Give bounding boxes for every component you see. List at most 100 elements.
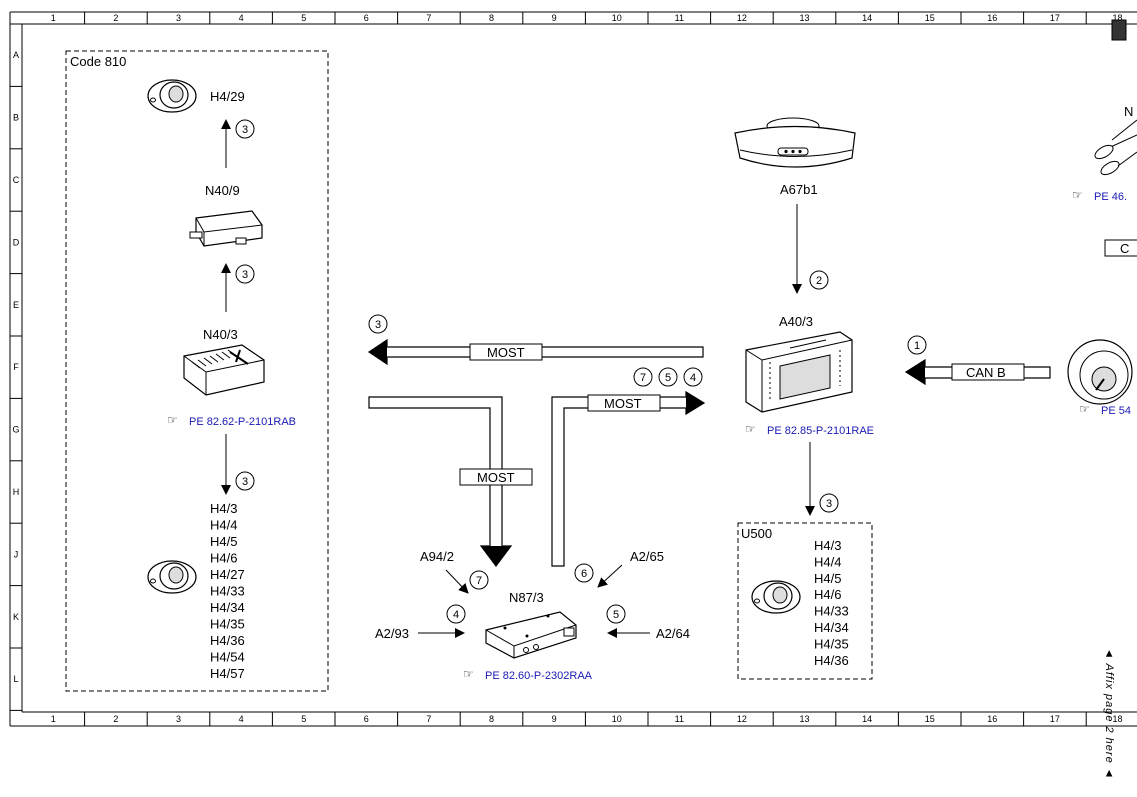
head-unit-reference[interactable]: PE 82.85-P-2101RAE bbox=[767, 425, 874, 437]
ref-number: 4 bbox=[453, 609, 459, 621]
ref-number: 3 bbox=[242, 124, 248, 136]
u500-label: U500 bbox=[741, 526, 772, 541]
grid-column-label: 16 bbox=[987, 13, 997, 23]
grid-row-label: A bbox=[13, 50, 19, 60]
n87-3-reference[interactable]: PE 82.60-P-2302RAA bbox=[485, 670, 593, 682]
speaker-list-item: H4/34 bbox=[814, 620, 849, 635]
partial-reference-2[interactable]: PE 54 bbox=[1101, 405, 1131, 417]
most-bus-right bbox=[551, 390, 706, 567]
grid-column-label: 2 bbox=[113, 714, 118, 724]
ref-circle bbox=[235, 471, 255, 491]
grid-column-label: 13 bbox=[799, 13, 809, 23]
speaker-list-item: H4/5 bbox=[814, 571, 841, 586]
ref-circle bbox=[574, 563, 594, 583]
grid-column-label: 6 bbox=[364, 714, 369, 724]
grid-column-label: 2 bbox=[113, 13, 118, 23]
grid-column-label: 1 bbox=[51, 714, 56, 724]
grid-column-label: 17 bbox=[1050, 714, 1060, 724]
book-icon: ☞ bbox=[1079, 402, 1090, 416]
grid-row-label: E bbox=[13, 300, 19, 310]
most-bus-down bbox=[368, 396, 533, 567]
affix-instruction: ◄ Affix page 2 here ◄ bbox=[1103, 648, 1115, 780]
antenna-module-icon bbox=[485, 611, 577, 659]
speaker-list-item: H4/35 bbox=[210, 617, 245, 632]
speaker-icon bbox=[147, 560, 197, 594]
grid-column-label: 1 bbox=[51, 13, 56, 23]
grid-column-label: 4 bbox=[239, 714, 244, 724]
ref-number: 1 bbox=[914, 340, 920, 352]
grid-column-label: 10 bbox=[612, 714, 622, 724]
grid-row-label: D bbox=[13, 237, 20, 247]
grid-column-label: 9 bbox=[552, 714, 557, 724]
control-module-icon bbox=[189, 210, 263, 247]
grid-row-label: G bbox=[12, 425, 19, 435]
grid-row-label: K bbox=[13, 612, 19, 622]
grid-column-label: 5 bbox=[301, 13, 306, 23]
u500-group-box bbox=[737, 522, 873, 680]
module-mid-label: N40/9 bbox=[205, 183, 240, 198]
ref-number: 5 bbox=[613, 609, 619, 621]
a2-93-label: A2/93 bbox=[375, 626, 409, 641]
sheet-frame bbox=[9, 11, 1137, 727]
grid-column-label: 14 bbox=[862, 714, 872, 724]
most-bus-left bbox=[367, 338, 704, 366]
speaker-list-item: H4/27 bbox=[210, 567, 245, 582]
wiring-harness-icon bbox=[1094, 19, 1137, 176]
most-label: MOST bbox=[487, 345, 525, 360]
speaker-list-item: H4/35 bbox=[814, 636, 849, 651]
grid-column-label: 11 bbox=[675, 714, 684, 724]
ref-number: 3 bbox=[375, 319, 381, 331]
most-label: MOST bbox=[477, 470, 515, 485]
grid-column-label: 11 bbox=[675, 13, 684, 23]
grid-column-label: 10 bbox=[612, 13, 622, 23]
amplifier-icon bbox=[183, 344, 265, 396]
grid-row-label: H bbox=[13, 487, 20, 497]
most-label: MOST bbox=[604, 396, 642, 411]
book-icon: ☞ bbox=[1072, 188, 1083, 202]
grid-column-label: 15 bbox=[925, 13, 935, 23]
a94-2-label: A94/2 bbox=[420, 549, 454, 564]
code-810-group-box bbox=[65, 50, 329, 692]
partial-box-label: C bbox=[1120, 241, 1129, 256]
a2-65-label: A2/65 bbox=[630, 549, 664, 564]
arrow-line bbox=[445, 569, 469, 594]
ref-circle bbox=[658, 367, 678, 387]
can-b-bus bbox=[904, 358, 1051, 386]
speaker-icon bbox=[751, 580, 801, 614]
speaker-list-item: H4/54 bbox=[210, 650, 245, 665]
speaker-list-item: H4/5 bbox=[210, 534, 237, 549]
grid-row-label: F bbox=[13, 362, 19, 372]
grid-column-label: 18 bbox=[1112, 13, 1122, 23]
ref-number: 7 bbox=[640, 372, 646, 384]
speaker-list-item: H4/36 bbox=[814, 653, 849, 668]
grid-column-label: 4 bbox=[239, 13, 244, 23]
speaker-list-item: H4/6 bbox=[210, 551, 237, 566]
arrow-line bbox=[597, 564, 623, 588]
ref-number: 7 bbox=[476, 575, 482, 587]
speaker-list-item: H4/3 bbox=[210, 501, 237, 516]
book-icon: ☞ bbox=[167, 413, 178, 427]
grid-column-label: 15 bbox=[925, 714, 935, 724]
amplifier-reference[interactable]: PE 82.62-P-2101RAB bbox=[189, 416, 296, 428]
grid-column-label: 12 bbox=[737, 13, 747, 23]
speaker-top-label: H4/29 bbox=[210, 89, 245, 104]
ref-circle bbox=[469, 570, 489, 590]
book-icon: ☞ bbox=[745, 422, 756, 436]
speaker-list-item: H4/33 bbox=[814, 604, 849, 619]
grid-column-label: 12 bbox=[737, 714, 747, 724]
rearview-mirror-icon bbox=[734, 117, 856, 168]
speaker-list-item: H4/34 bbox=[210, 600, 245, 615]
grid-row-label: C bbox=[13, 175, 20, 185]
partial-reference-1[interactable]: PE 46. bbox=[1094, 191, 1127, 203]
grid-column-label: 6 bbox=[364, 13, 369, 23]
speaker-icon bbox=[147, 79, 197, 113]
ref-number: 3 bbox=[242, 476, 248, 488]
ref-number: 3 bbox=[242, 269, 248, 281]
ref-number: 2 bbox=[816, 275, 822, 287]
grid-column-label: 8 bbox=[489, 13, 494, 23]
ref-number: 5 bbox=[665, 372, 671, 384]
grid-column-label: 7 bbox=[426, 13, 431, 23]
grid-column-label: 13 bbox=[799, 714, 809, 724]
